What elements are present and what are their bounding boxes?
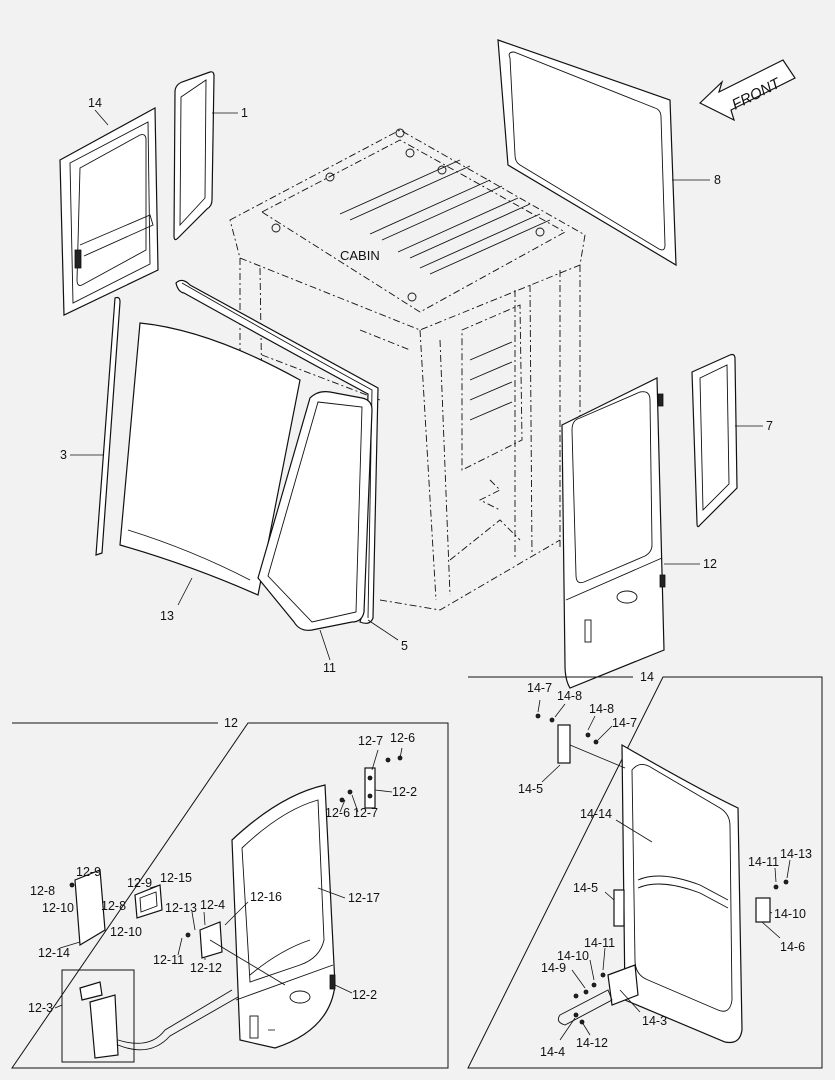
callout-12: 12 [703,557,717,571]
callout-1: 1 [241,106,248,120]
detail-12-label-c: 12-2 [392,785,417,799]
part-3-side-strip: 3 [60,296,121,556]
detail-12-label-s: 12-12 [190,961,222,975]
detail-12-label-g: 12-8 [30,884,55,898]
detail-12-label-q: 12-14 [38,946,70,960]
detail-12-label-u: 12-2 [352,988,377,1002]
detail-14-title: 14 [640,670,654,684]
detail-14-label-i: 14-5 [573,881,598,895]
detail-12-label-e: 12-7 [353,806,378,820]
detail-12-label-l: 12-10 [110,925,142,939]
detail-12-label-f: 12-9 [76,865,101,879]
part-1-glass: 1 [173,71,248,241]
detail-14-label-b: 14-8 [557,689,582,703]
callout-7: 7 [766,419,773,433]
detail-12-label-m: 12-13 [165,901,197,915]
detail-12-label-k: 12-8 [101,899,126,913]
callout-3: 3 [60,448,67,462]
detail-12-title: 12 [224,716,238,730]
part-8-rear-glass: 8 [497,39,721,267]
detail-14-label-p: 14-4 [540,1045,565,1059]
detail-12-label-o: 12-16 [250,890,282,904]
callout-13: 13 [160,609,174,623]
detail-14-label-d: 14-7 [612,716,637,730]
callout-8: 8 [714,173,721,187]
part-7-side-glass: 7 [691,353,773,528]
detail-14-label-o: 14-3 [642,1014,667,1028]
part-14-door-glass-assembly: 14 [59,96,159,316]
part-13-front-glass: 13 [119,322,301,623]
part-5-seal: 5 [175,279,408,653]
detail-12-label-d: 12-6 [325,806,350,820]
callout-14: 14 [88,96,102,110]
callout-11: 11 [323,661,336,675]
detail-12-label-h: 12-10 [42,901,74,915]
detail-12-label-n: 12-4 [200,898,225,912]
detail-14-label-q: 14-12 [576,1036,608,1050]
part-12-door: 12 [561,377,717,689]
detail-12-label-r: 12-11 [153,953,184,967]
detail-12-panel: 12 [11,716,449,1069]
detail-14-label-g: 14-11 [748,855,779,869]
cabin-label: CABIN [340,248,380,263]
detail-14-label-j: 14-10 [774,907,806,921]
callout-5: 5 [401,639,408,653]
detail-12-label-b: 12-6 [390,731,415,745]
detail-12-label-p: 12-17 [348,891,380,905]
detail-14-label-n: 14-9 [541,961,566,975]
detail-14-label-e: 14-5 [518,782,543,796]
detail-14-label-h: 14-13 [780,847,812,861]
detail-14-label-c: 14-8 [589,702,614,716]
detail-12-label-i: 12-9 [127,876,152,890]
detail-14-label-a: 14-7 [527,681,552,695]
detail-14-label-m: 14-10 [557,949,589,963]
detail-14-panel: 14 [467,670,823,1069]
detail-14-label-k: 14-6 [780,940,805,954]
detail-12-label-j: 12-15 [160,871,192,885]
detail-14-label-f: 14-14 [580,807,612,821]
cabin-frame: CABIN [229,128,586,611]
part-11-lower-glass: 11 [257,391,373,675]
detail-12-label-a: 12-7 [358,734,383,748]
front-arrow-icon: FRONT [698,59,796,122]
detail-14-label-l: 14-11 [584,936,615,950]
detail-12-label-t: 12-3 [28,1001,53,1015]
